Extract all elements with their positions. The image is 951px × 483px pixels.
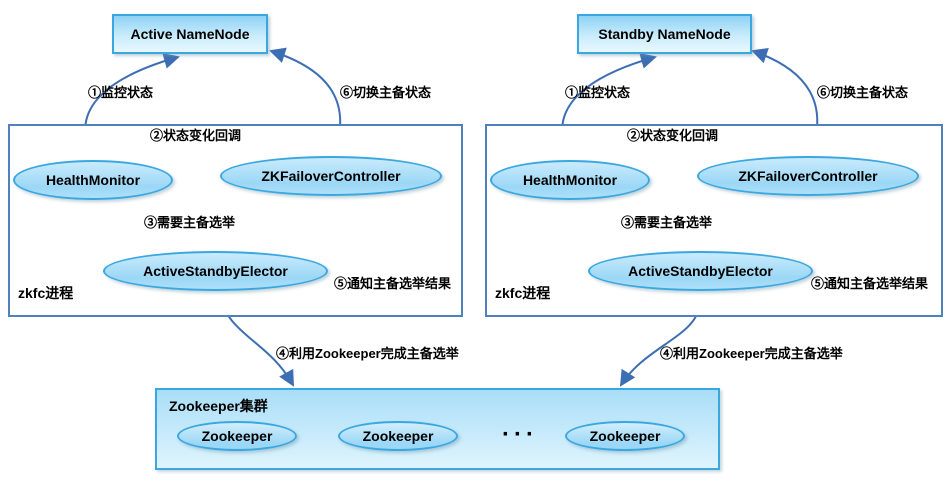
healthmonitor-node-right: HealthMonitor: [490, 160, 650, 200]
zookeeper-ellipsis: ···: [502, 421, 538, 448]
healthmonitor-node-left: HealthMonitor: [13, 160, 173, 200]
zookeeper-node-2: Zookeeper: [338, 421, 458, 451]
edge-label-need-election-right: ③需要主备选举: [621, 215, 713, 230]
zkfc-process-label-left: zkfc进程: [18, 285, 74, 301]
edge-label-switch-active-standby-left: ⑥切换主备状态: [340, 85, 432, 100]
zookeeper-cluster-label: Zookeeper集群: [169, 398, 268, 414]
edge-label-notify-election-result-left: ⑤通知主备选举结果: [334, 276, 452, 291]
edge-label-notify-election-result-right: ⑤通知主备选举结果: [811, 276, 929, 291]
edge-label-use-zookeeper-left: ④利用Zookeeper完成主备选举: [276, 346, 459, 361]
edge-label-state-change-callback-left: ②状态变化回调: [150, 128, 242, 143]
activestandbyelector-node-left: ActiveStandbyElector: [103, 251, 328, 291]
edge-label-monitor-status-right: ①监控状态: [565, 85, 631, 100]
active-namenode-box: Active NameNode: [112, 14, 268, 54]
edge-label-switch-active-standby-right: ⑥切换主备状态: [817, 85, 909, 100]
edge-label-monitor-status-left: ①监控状态: [88, 85, 154, 100]
zkfailovercontroller-node-right: ZKFailoverController: [697, 156, 919, 196]
edge-label-use-zookeeper-right: ④利用Zookeeper完成主备选举: [660, 346, 843, 361]
zookeeper-node-1: Zookeeper: [177, 421, 297, 451]
zookeeper-node-3: Zookeeper: [565, 421, 685, 451]
edge-label-need-election-left: ③需要主备选举: [144, 215, 236, 230]
edge-label-state-change-callback-right: ②状态变化回调: [627, 128, 719, 143]
standby-namenode-box: Standby NameNode: [577, 14, 752, 54]
zkfc-process-label-right: zkfc进程: [495, 285, 551, 301]
zkfailovercontroller-node-left: ZKFailoverController: [220, 156, 442, 196]
activestandbyelector-node-right: ActiveStandbyElector: [588, 251, 813, 291]
